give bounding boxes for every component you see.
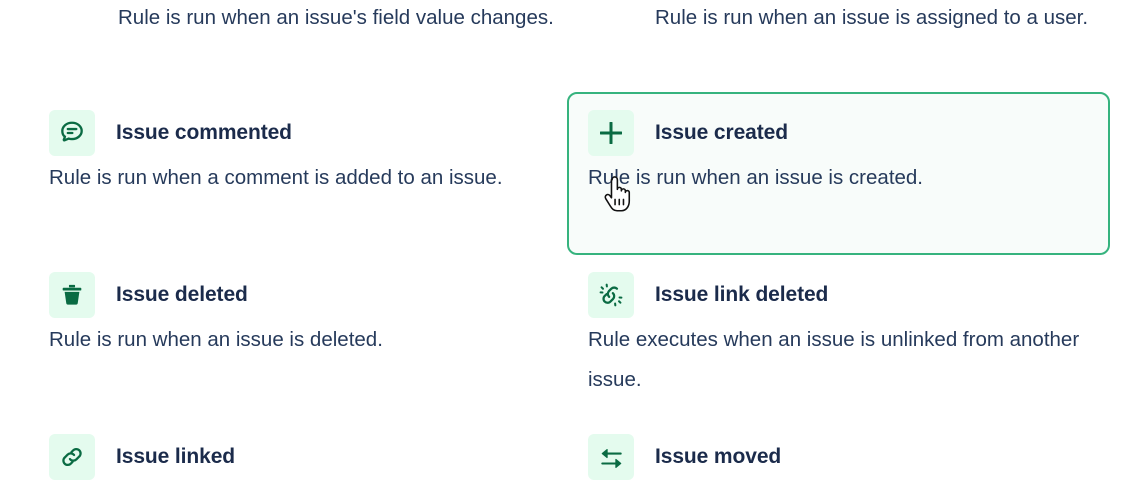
trigger-title: Issue commented	[116, 121, 292, 144]
trigger-description: Rule is run when a comment is added to a…	[49, 166, 503, 189]
trigger-description: Rule executes when an issue is unlinked …	[588, 328, 1080, 391]
broken-link-icon	[588, 272, 634, 318]
swap-arrows-icon	[588, 434, 634, 480]
plus-icon	[588, 110, 634, 156]
trigger-option-issue-linked[interactable]: Issue linked	[49, 434, 549, 480]
trigger-header: Issue created	[588, 110, 1088, 156]
trigger-description-field-value-changed: Rule is run when an issue's field value …	[118, 6, 554, 29]
trigger-header: Issue linked	[49, 434, 549, 480]
trigger-header: Issue link deleted	[588, 272, 1088, 318]
trigger-option-issue-commented[interactable]: Issue commented Rule is run when a comme…	[49, 110, 549, 198]
trigger-description: Rule is run when an issue is created.	[588, 166, 924, 189]
trigger-option-issue-created[interactable]: Issue created Rule is run when an issue …	[588, 110, 1088, 198]
trigger-header: Issue commented	[49, 110, 549, 156]
trigger-description-issue-assigned: Rule is run when an issue is assigned to…	[655, 6, 1089, 29]
trigger-title: Issue link deleted	[655, 283, 829, 306]
trash-icon	[49, 272, 95, 318]
trigger-title: Issue moved	[655, 445, 782, 468]
trigger-header: Issue moved	[588, 434, 1088, 480]
trigger-header: Issue deleted	[49, 272, 549, 318]
link-icon	[49, 434, 95, 480]
trigger-option-issue-deleted[interactable]: Issue deleted Rule is run when an issue …	[49, 272, 549, 360]
trigger-option-issue-link-deleted[interactable]: Issue link deleted Rule executes when an…	[588, 272, 1088, 400]
trigger-title: Issue created	[655, 121, 788, 144]
comment-bubble-icon	[49, 110, 95, 156]
trigger-title: Issue linked	[116, 445, 236, 468]
trigger-option-issue-moved[interactable]: Issue moved	[588, 434, 1088, 480]
trigger-title: Issue deleted	[116, 283, 248, 306]
trigger-description: Rule is run when an issue is deleted.	[49, 328, 383, 351]
trigger-option-issue-created-card[interactable]	[567, 92, 1110, 255]
